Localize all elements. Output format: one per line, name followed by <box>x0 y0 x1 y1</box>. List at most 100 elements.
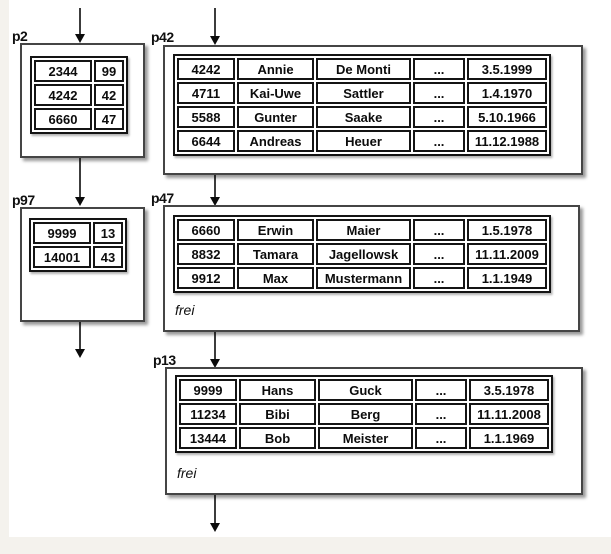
cell: 43 <box>93 246 123 268</box>
table-row: 6660 Erwin Maier ... 1.5.1978 <box>177 219 547 241</box>
cell: 11234 <box>179 403 237 425</box>
cell: 13 <box>93 222 123 244</box>
page-box-p2: 2344 99 4242 42 6660 47 <box>20 43 145 158</box>
table-row: 2344 99 <box>34 60 124 82</box>
table-row: 8832 Tamara Jagellowsk ... 11.11.2009 <box>177 243 547 265</box>
cell: De Monti <box>316 58 411 80</box>
page-box-p97: 9999 13 14001 43 <box>20 207 145 322</box>
table-row: 4711 Kai-Uwe Sattler ... 1.4.1970 <box>177 82 547 104</box>
cell: ... <box>413 243 465 265</box>
arrow-shaft <box>214 332 216 361</box>
table-row: 6644 Andreas Heuer ... 11.12.1988 <box>177 130 547 152</box>
cell: ... <box>415 403 467 425</box>
cell: 99 <box>94 60 124 82</box>
arrow-into-p42 <box>209 8 221 45</box>
arrow-head-icon <box>75 349 85 358</box>
cell: Mustermann <box>316 267 411 289</box>
free-space-label-p47: frei <box>175 302 195 318</box>
cell: 1.5.1978 <box>467 219 547 241</box>
table-row: 9912 Max Mustermann ... 1.1.1949 <box>177 267 547 289</box>
cell: Meister <box>318 427 413 449</box>
cell: ... <box>415 379 467 401</box>
cell: Annie <box>237 58 314 80</box>
arrow-shaft <box>79 8 81 36</box>
page-label-p13: p13 <box>153 352 176 368</box>
table-row: 9999 13 <box>33 222 123 244</box>
cell: 47 <box>94 108 124 130</box>
page-label-p42: p42 <box>151 29 174 45</box>
page-label-p2: p2 <box>12 28 28 44</box>
cell: 11.11.2008 <box>469 403 549 425</box>
cell: Jagellowsk <box>316 243 411 265</box>
table-row: 6660 47 <box>34 108 124 130</box>
cell: Kai-Uwe <box>237 82 314 104</box>
cell: Gunter <box>237 106 314 128</box>
arrow-head-icon <box>210 36 220 45</box>
arrow-p47-to-p13 <box>209 332 221 368</box>
table-row: 14001 43 <box>33 246 123 268</box>
cell: ... <box>413 219 465 241</box>
arrow-out-of-p13 <box>209 495 221 532</box>
cell: 1.1.1949 <box>467 267 547 289</box>
cell: ... <box>413 58 465 80</box>
cell: 14001 <box>33 246 91 268</box>
arrow-out-of-p97 <box>74 322 86 358</box>
cell: 9999 <box>33 222 91 244</box>
cell: Bibi <box>239 403 316 425</box>
cell: Heuer <box>316 130 411 152</box>
cell: Maier <box>316 219 411 241</box>
cell: 3.5.1999 <box>467 58 547 80</box>
page-box-p13: 9999 Hans Guck ... 3.5.1978 11234 Bibi B… <box>165 367 583 495</box>
index-table-p97: 9999 13 14001 43 <box>29 218 127 272</box>
cell: 1.1.1969 <box>469 427 549 449</box>
cell: ... <box>415 427 467 449</box>
table-row: 9999 Hans Guck ... 3.5.1978 <box>179 379 549 401</box>
cell: 6644 <box>177 130 235 152</box>
cell: 2344 <box>34 60 92 82</box>
cell: Andreas <box>237 130 314 152</box>
cell: Erwin <box>237 219 314 241</box>
cell: 1.4.1970 <box>467 82 547 104</box>
arrow-shaft <box>79 158 81 199</box>
table-row: 11234 Bibi Berg ... 11.11.2008 <box>179 403 549 425</box>
cell: 4711 <box>177 82 235 104</box>
arrow-shaft <box>214 175 216 199</box>
cell: Sattler <box>316 82 411 104</box>
cell: Tamara <box>237 243 314 265</box>
arrow-head-icon <box>75 34 85 43</box>
page-box-p42: 4242 Annie De Monti ... 3.5.1999 4711 Ka… <box>163 45 583 175</box>
cell: Guck <box>318 379 413 401</box>
cell: Saake <box>316 106 411 128</box>
cell: 6660 <box>177 219 235 241</box>
data-table-p47: 6660 Erwin Maier ... 1.5.1978 8832 Tamar… <box>173 215 551 293</box>
cell: 4242 <box>34 84 92 106</box>
index-table-p2: 2344 99 4242 42 6660 47 <box>30 56 128 134</box>
table-row: 5588 Gunter Saake ... 5.10.1966 <box>177 106 547 128</box>
table-row: 4242 42 <box>34 84 124 106</box>
arrow-shaft <box>214 495 216 525</box>
arrow-p42-to-p47 <box>209 175 221 206</box>
page-label-p47: p47 <box>151 190 174 206</box>
arrow-shaft <box>214 8 216 38</box>
free-space-label-p13: frei <box>177 465 197 481</box>
cell: 9999 <box>179 379 237 401</box>
cell: Max <box>237 267 314 289</box>
cell: 13444 <box>179 427 237 449</box>
cell: 8832 <box>177 243 235 265</box>
arrow-head-icon <box>75 197 85 206</box>
cell: Bob <box>239 427 316 449</box>
cell: ... <box>413 82 465 104</box>
cell: 9912 <box>177 267 235 289</box>
arrow-head-icon <box>210 523 220 532</box>
cell: ... <box>413 130 465 152</box>
cell: 42 <box>94 84 124 106</box>
arrow-head-icon <box>210 359 220 368</box>
cell: Hans <box>239 379 316 401</box>
cell: 6660 <box>34 108 92 130</box>
cell: ... <box>413 267 465 289</box>
cell: ... <box>413 106 465 128</box>
cell: Berg <box>318 403 413 425</box>
page-box-p47: 6660 Erwin Maier ... 1.5.1978 8832 Tamar… <box>163 205 580 332</box>
cell: 5588 <box>177 106 235 128</box>
